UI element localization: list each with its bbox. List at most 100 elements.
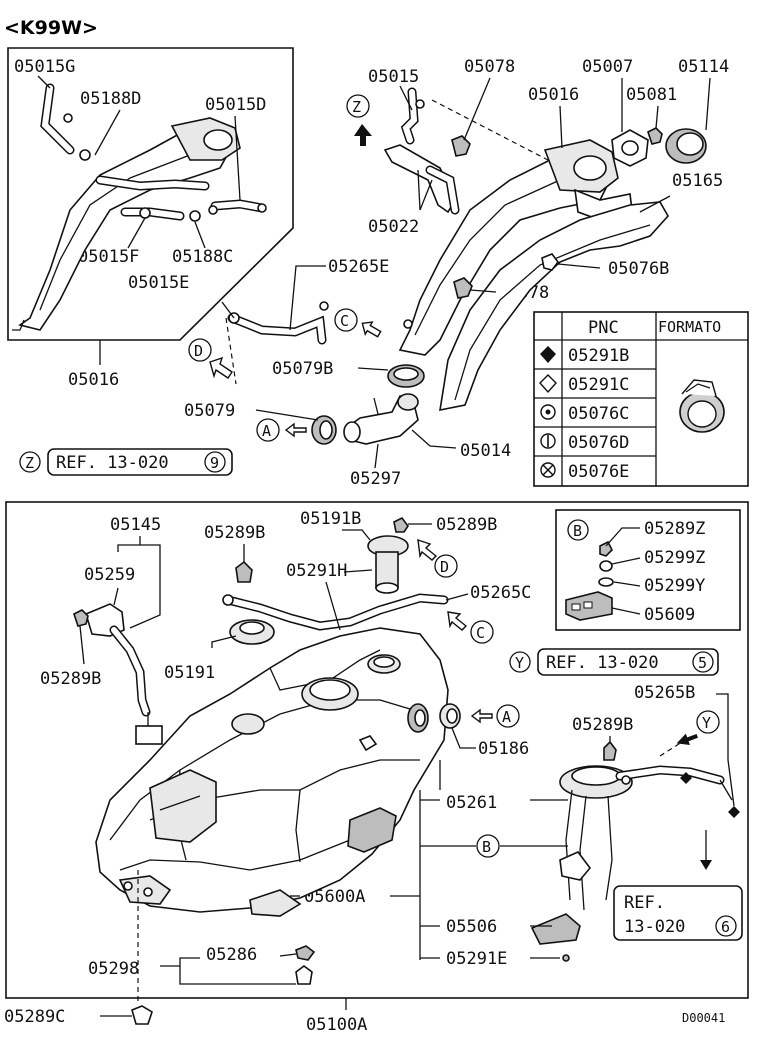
svg-text:C: C [476, 624, 485, 642]
inset-filler-pipe [12, 75, 267, 331]
diagram-title: <K99W> [4, 17, 98, 39]
inset-b: B 05289Z 05299Z 05299Y 05609 [555, 509, 741, 631]
label-05007: 05007 [582, 57, 633, 77]
svg-text:Y: Y [515, 654, 524, 672]
label-05299Z: 05299Z [644, 548, 705, 568]
ref-box-z: Z REF. 13-020 9 [19, 448, 233, 476]
clip-05076B [541, 253, 601, 271]
label-05289B-b: 05289B [204, 523, 265, 543]
label-05114: 05114 [678, 57, 729, 77]
label-05014: 05014 [460, 441, 511, 461]
legend-pnc-5: 05076E [568, 462, 629, 482]
filler-pipe-protector-05165 [439, 195, 671, 412]
legend-header-formato: FORMATO [658, 318, 721, 336]
cover-05191 [211, 619, 275, 648]
sender-unit-05259 [73, 603, 163, 745]
ref-box-y: Y REF. 13-020 5 [509, 648, 719, 676]
label-05289B-d: 05289B [572, 715, 633, 735]
circle-bar-icon [540, 433, 556, 449]
label-05188D: 05188D [80, 89, 141, 109]
label-05289Z: 05289Z [644, 519, 705, 539]
ref-z-text: REF. 13-020 [56, 453, 169, 473]
ref-y-number: 5 [698, 654, 707, 672]
fuel-pump-module-05261 [530, 693, 740, 945]
legend-table: PNC FORMATO 05291B 05291C 05076C 05076D … [533, 311, 749, 487]
hose-clamp-format-icon [679, 379, 725, 433]
gasket-05007 [611, 78, 649, 167]
legend-pnc-1: 05291B [568, 346, 629, 366]
filler-neck-inset-frame [7, 47, 294, 341]
breather-hose-assembly [383, 85, 460, 215]
outline-diamond-icon [539, 374, 557, 394]
circle-x-icon [540, 462, 556, 478]
screw-05081 [647, 105, 663, 145]
ref-z-number: 9 [210, 454, 219, 472]
label-05609: 05609 [644, 605, 695, 625]
svg-text:Y: Y [702, 714, 711, 732]
label-05022: 05022 [368, 217, 419, 237]
callout-c-top: C [334, 308, 382, 338]
ref-box-6: REF. 13-020 6 [613, 885, 743, 941]
legend-pnc-4: 05076D [568, 433, 629, 453]
fuel-tank-frame [5, 501, 749, 999]
fuel-tank-body [95, 627, 449, 917]
label-05600A: 05600A [304, 887, 365, 907]
label-05286: 05286 [206, 945, 257, 965]
label-05186: 05186 [478, 739, 529, 759]
svg-text:C: C [340, 312, 349, 330]
legend-header-pnc: PNC [588, 318, 619, 338]
hose-05265E [221, 265, 329, 345]
label-05291E: 05291E [446, 949, 507, 969]
label-05191B: 05191B [300, 509, 361, 529]
bolt-05078-lower [453, 277, 497, 299]
clamp-05079 [255, 409, 337, 445]
drawing-code: D00041 [682, 1011, 725, 1025]
legend-pnc-2: 05291C [568, 375, 629, 395]
callout-c-bottom: C [447, 611, 494, 644]
ref-y-text: REF. 13-020 [546, 653, 659, 673]
nut-05289B-top [235, 544, 253, 583]
label-05265C: 05265C [470, 583, 531, 603]
svg-text:D: D [194, 342, 203, 360]
svg-text:A: A [262, 422, 271, 440]
callout-b-bottom: B [290, 760, 570, 962]
fuel-cap-05114 [665, 77, 711, 164]
callout-a-bottom: A [470, 704, 520, 728]
label-05299Y: 05299Y [644, 576, 705, 596]
label-05298: 05298 [88, 959, 139, 979]
callout-d-top: D [188, 317, 237, 385]
svg-text:Z: Z [25, 454, 34, 472]
filter-05191B [342, 516, 432, 594]
svg-text:Z: Z [352, 98, 361, 116]
label-05188C: 05188C [172, 247, 233, 267]
filler-hose-05014 [343, 393, 457, 469]
label-05291H: 05291H [286, 561, 347, 581]
label-05081: 05081 [626, 85, 677, 105]
label-05079B: 05079B [272, 359, 333, 379]
label-05016-left: 05016 [68, 370, 119, 390]
ref-6-line1: REF. [624, 893, 665, 913]
svg-text:D: D [440, 558, 449, 576]
label-05289C: 05289C [4, 1007, 65, 1027]
ref-6-number: 6 [721, 918, 730, 936]
callout-a-top: A [256, 418, 307, 442]
label-05297: 05297 [350, 469, 401, 489]
grommet-05186 [407, 703, 476, 749]
label-05076B: 05076B [608, 259, 669, 279]
label-05265E: 05265E [328, 257, 389, 277]
bolt-05078-top [431, 77, 549, 161]
label-05015G: 05015G [14, 57, 75, 77]
callout-d-bottom: D [417, 538, 458, 578]
label-05506: 05506 [446, 917, 497, 937]
svg-text:B: B [482, 838, 491, 856]
label-05289B-a: 05289B [40, 669, 101, 689]
label-05016-right: 05016 [528, 85, 579, 105]
clamp-05079B [357, 364, 425, 388]
label-05259: 05259 [84, 565, 135, 585]
label-05145: 05145 [110, 515, 161, 535]
legend-pnc-3: 05076C [568, 404, 629, 424]
label-05078-a: 05078 [464, 57, 515, 77]
label-05079: 05079 [184, 401, 235, 421]
label-05100A: 05100A [306, 1015, 367, 1035]
